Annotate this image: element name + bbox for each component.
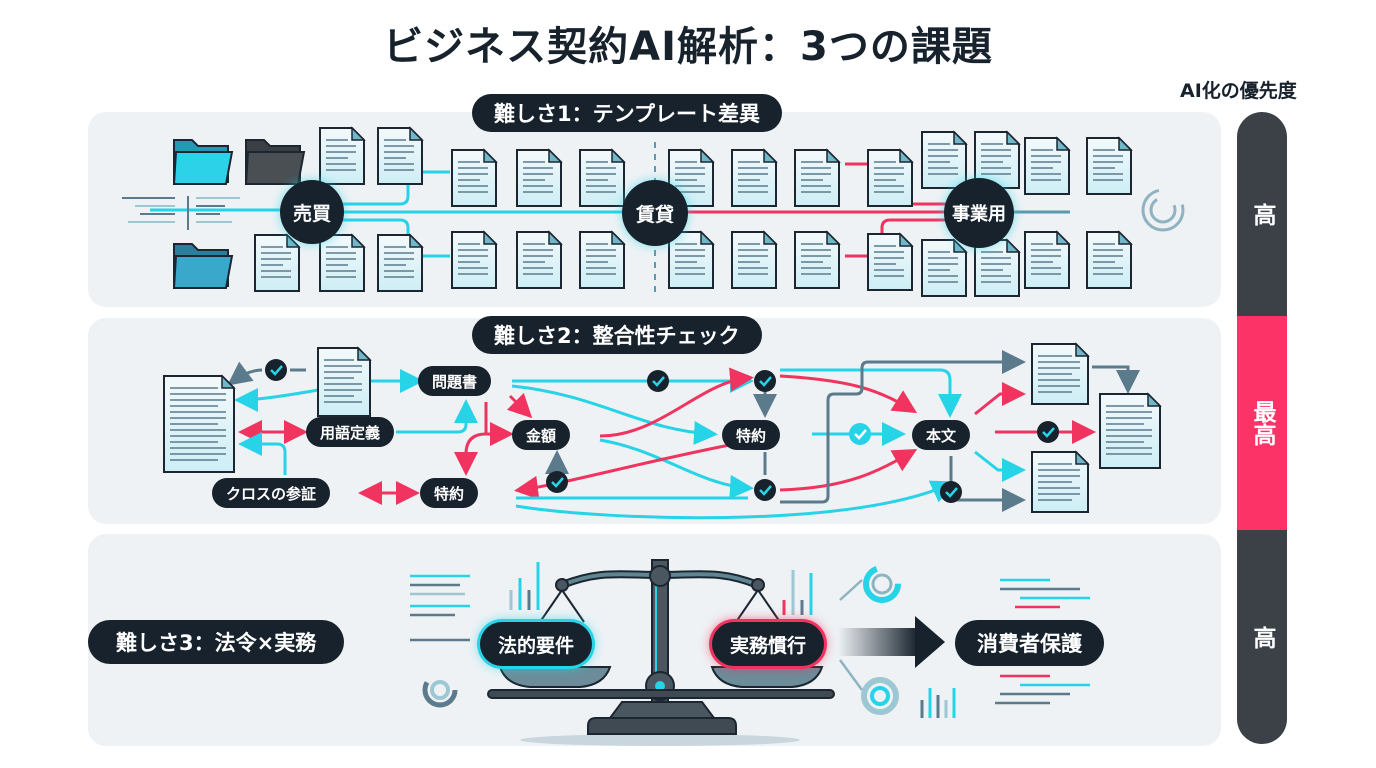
document-icon <box>451 148 498 207</box>
section1-header: 難しさ1：テンプレート差異 <box>472 94 782 132</box>
section2-connectors <box>232 350 1140 520</box>
check-icon <box>1037 421 1059 443</box>
check-icon <box>849 423 871 445</box>
document-icon <box>516 230 563 289</box>
section2-checkmarks <box>265 359 1059 503</box>
document-icon <box>1099 392 1162 469</box>
check-icon <box>546 471 568 493</box>
section2-documents <box>163 342 1162 513</box>
document-icon <box>974 130 1021 189</box>
document-icon <box>1031 342 1090 405</box>
document-icon <box>1086 230 1133 289</box>
data-lines-icon <box>122 196 240 230</box>
legal-requirements: 法的要件 <box>480 622 593 666</box>
text-line-decorations <box>410 574 1090 705</box>
document-icon <box>668 230 715 289</box>
document-icon <box>377 126 424 185</box>
node-cross-reference: クロスの参証 <box>212 478 331 508</box>
check-icon <box>754 479 776 501</box>
priority-level-3: 高 <box>1237 530 1287 744</box>
folder-icons <box>172 139 306 289</box>
folder-icon-blue <box>172 243 234 289</box>
check-icon <box>647 370 669 392</box>
node-special-mid: 特約 <box>722 420 781 450</box>
priority-level-2: 最高 <box>1237 316 1287 530</box>
node-question: 問題書 <box>418 366 492 396</box>
document-icon <box>1024 230 1071 289</box>
document-icon <box>867 148 914 207</box>
hub-sales: 売買 <box>280 180 344 244</box>
hub-business: 事業用 <box>944 178 1014 248</box>
document-icon <box>974 238 1021 297</box>
document-icon <box>254 233 301 292</box>
document-icon <box>317 346 372 417</box>
mini-charts <box>509 562 956 718</box>
document-icon <box>921 130 968 189</box>
document-icon <box>794 148 841 207</box>
document-icon <box>1031 450 1090 513</box>
folder-icon-dark <box>244 139 306 185</box>
node-special-left: 特約 <box>420 478 479 508</box>
check-icon <box>265 359 287 381</box>
document-icon <box>731 230 778 289</box>
page-title: ビジネス契約AI解析：3つの課題 <box>383 24 993 70</box>
section1-documents <box>254 126 1133 297</box>
donut-icons <box>422 565 901 715</box>
scale-icon <box>487 559 835 746</box>
folder-icon-cyan <box>172 139 234 185</box>
node-terms: 用語定義 <box>306 417 395 447</box>
check-icon <box>754 370 776 392</box>
node-amount: 金額 <box>512 420 571 450</box>
priority-title: AI化の優先度 <box>1180 80 1297 102</box>
consumer-protection: 消費者保護 <box>955 620 1104 666</box>
document-icon <box>867 232 914 291</box>
document-icon <box>794 230 841 289</box>
document-icon <box>451 230 498 289</box>
document-icon <box>921 238 968 297</box>
document-icon <box>163 374 236 473</box>
priority-bar: 高 最高 高 <box>1237 112 1287 744</box>
document-icon <box>319 126 366 185</box>
document-icon <box>516 148 563 207</box>
priority-level-1: 高 <box>1237 112 1287 316</box>
section3-header: 難しさ3：法令×実務 <box>88 620 345 664</box>
document-icon <box>319 233 366 292</box>
priority-label: 最高 <box>1249 400 1275 446</box>
document-icon <box>1086 136 1133 195</box>
document-icon <box>1024 136 1071 195</box>
hub-lease: 賃貸 <box>622 180 688 246</box>
check-icon <box>940 481 962 503</box>
document-icon <box>377 233 424 292</box>
document-icon <box>579 230 626 289</box>
radar-icon <box>1141 188 1185 232</box>
priority-label: 高 <box>1249 625 1275 649</box>
document-icon <box>579 148 626 207</box>
business-practice: 実務慣行 <box>712 622 825 666</box>
section2-header: 難しさ2：整合性チェック <box>472 316 762 354</box>
result-arrow <box>838 616 945 668</box>
node-body: 本文 <box>912 420 971 450</box>
priority-label: 高 <box>1249 202 1275 226</box>
document-icon <box>731 148 778 207</box>
